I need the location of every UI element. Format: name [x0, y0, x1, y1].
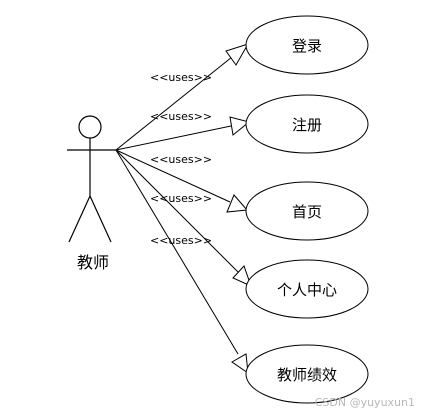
actor-label: 教师	[77, 253, 109, 272]
arrowhead-5	[231, 353, 249, 375]
actor-head	[78, 115, 102, 139]
stereotype-label-3: <<uses>>	[150, 153, 212, 166]
association-1	[115, 43, 250, 151]
association-3	[115, 149, 249, 213]
association-5	[115, 149, 249, 375]
arrowhead-3	[226, 194, 249, 213]
stereotype-label-5: <<uses>>	[150, 234, 212, 247]
arrowhead-2	[229, 116, 251, 136]
use-case-label: 登录	[292, 37, 322, 55]
arrowhead-1	[225, 43, 250, 66]
use-case-label: 注册	[292, 116, 322, 134]
actor-left-leg	[68, 195, 91, 243]
use-case-home[interactable]: 首页	[245, 181, 369, 241]
arrowhead-4	[232, 265, 252, 287]
stereotype-label-4: <<uses>>	[150, 192, 212, 205]
stereotype-label-2: <<uses>>	[150, 110, 212, 123]
use-case-label: 首页	[292, 203, 322, 221]
actor-right-leg	[89, 195, 112, 243]
actor-figure	[67, 115, 116, 243]
use-case-login[interactable]: 登录	[245, 15, 369, 75]
use-case-personal-center[interactable]: 个人中心	[245, 259, 369, 319]
association-4	[115, 149, 252, 287]
stereotype-label-1: <<uses>>	[150, 71, 212, 84]
use-case-label: 教师绩效	[277, 366, 337, 384]
watermark-text: CSDN @yuyuxun1	[315, 396, 415, 409]
use-case-teacher-performance[interactable]: 教师绩效	[245, 344, 369, 404]
association-2	[115, 116, 251, 151]
use-case-register[interactable]: 注册	[245, 94, 369, 154]
use-case-label: 个人中心	[277, 281, 337, 299]
